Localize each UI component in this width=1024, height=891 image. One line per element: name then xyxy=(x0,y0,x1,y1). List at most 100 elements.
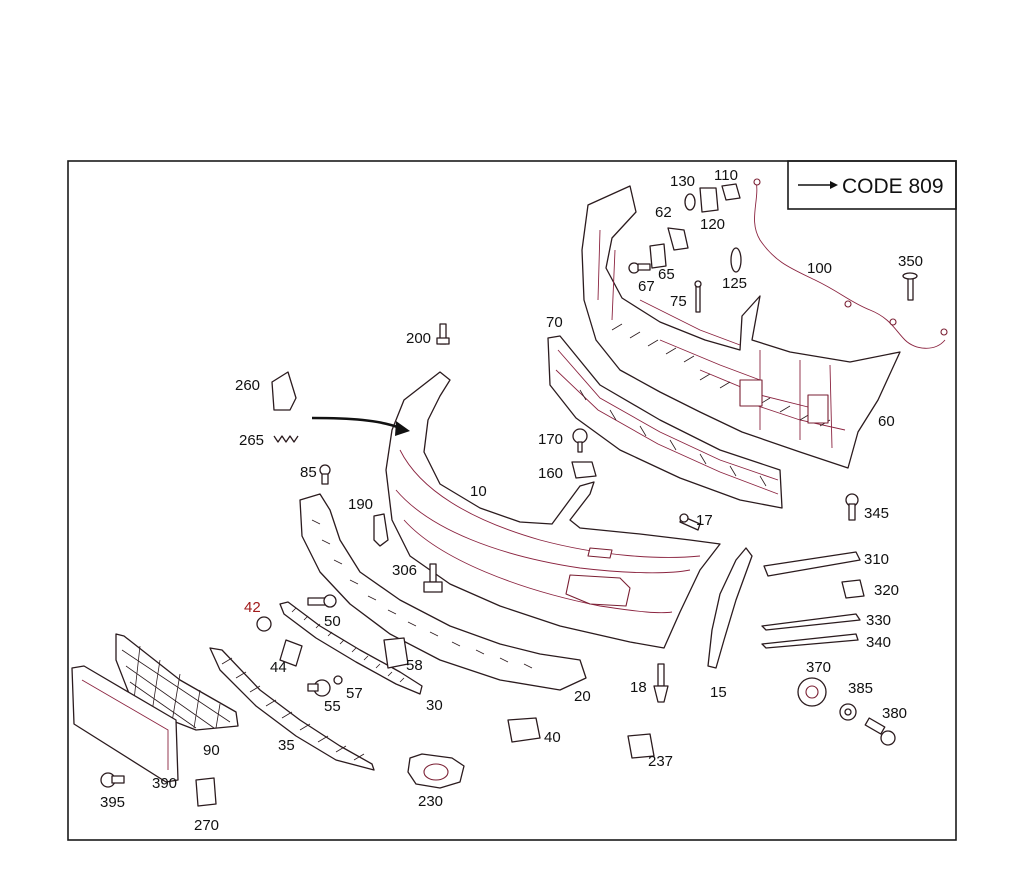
part-18 xyxy=(653,663,669,703)
part-395 xyxy=(100,772,125,788)
part-17 xyxy=(679,513,701,531)
callout-67: 67 xyxy=(638,278,655,295)
part-310 xyxy=(763,551,861,577)
callout-62: 62 xyxy=(655,204,672,221)
part-265 xyxy=(273,435,299,443)
part-58 xyxy=(383,637,409,669)
callout-40: 40 xyxy=(544,729,561,746)
callout-18: 18 xyxy=(630,679,647,696)
diagram-frame xyxy=(67,160,957,841)
callout-35: 35 xyxy=(278,737,295,754)
part-42 xyxy=(256,616,272,632)
callout-170: 170 xyxy=(538,431,563,448)
callout-75: 75 xyxy=(670,293,687,310)
legend-box xyxy=(787,160,957,210)
part-385 xyxy=(839,703,857,721)
callout-70: 70 xyxy=(546,314,563,331)
callout-200: 200 xyxy=(406,330,431,347)
callout-65: 65 xyxy=(658,266,675,283)
callout-85: 85 xyxy=(300,464,317,481)
part-350 xyxy=(902,272,918,301)
callout-90: 90 xyxy=(203,742,220,759)
callout-385: 385 xyxy=(848,680,873,697)
part-237 xyxy=(627,733,655,759)
callout-310: 310 xyxy=(864,551,889,568)
callout-350: 350 xyxy=(898,253,923,270)
callout-270: 270 xyxy=(194,817,219,834)
part-200 xyxy=(436,323,450,345)
callout-230: 230 xyxy=(418,793,443,810)
part-340 xyxy=(761,633,859,649)
part-62 xyxy=(667,227,689,251)
part-125 xyxy=(730,247,742,273)
right-arrow-icon xyxy=(798,181,838,189)
callout-50: 50 xyxy=(324,613,341,630)
part-130 xyxy=(684,193,696,211)
callout-55: 55 xyxy=(324,698,341,715)
part-67 xyxy=(628,262,651,274)
part-40 xyxy=(507,717,541,743)
callout-44: 44 xyxy=(270,659,287,676)
bumper-cover-part xyxy=(385,371,721,649)
legend-label: CODE 809 xyxy=(842,175,944,198)
part-55 xyxy=(307,679,331,697)
callout-100: 100 xyxy=(807,260,832,277)
callout-340: 340 xyxy=(866,634,891,651)
callout-380: 380 xyxy=(882,705,907,722)
callout-160: 160 xyxy=(538,465,563,482)
part-320 xyxy=(841,579,865,599)
callout-130: 130 xyxy=(670,173,695,190)
callout-265: 265 xyxy=(239,432,264,449)
callout-17: 17 xyxy=(696,512,713,529)
callout-10: 10 xyxy=(470,483,487,500)
callout-345: 345 xyxy=(864,505,889,522)
code-legend: CODE 809 xyxy=(787,160,957,210)
callout-390: 390 xyxy=(152,775,177,792)
lower-grille-part xyxy=(209,647,375,771)
callout-306: 306 xyxy=(392,562,417,579)
part-57 xyxy=(333,675,343,685)
lower-spoiler-part xyxy=(299,493,587,691)
part-160 xyxy=(571,461,597,479)
callout-20: 20 xyxy=(574,688,591,705)
pointer-arrow xyxy=(311,416,410,436)
part-44 xyxy=(279,639,303,667)
part-75 xyxy=(694,280,702,313)
part-170 xyxy=(572,428,588,453)
callout-58: 58 xyxy=(406,657,423,674)
part-380 xyxy=(864,717,896,746)
part-306 xyxy=(423,563,443,593)
part-260 xyxy=(271,371,297,411)
part-120 xyxy=(699,187,719,213)
callout-125: 125 xyxy=(722,275,747,292)
callout-30: 30 xyxy=(426,697,443,714)
callout-370: 370 xyxy=(806,659,831,676)
part-65 xyxy=(649,243,667,269)
part-50 xyxy=(307,594,337,608)
callout-120: 120 xyxy=(700,216,725,233)
callout-42: 42 xyxy=(244,599,261,616)
callout-260: 260 xyxy=(235,377,260,394)
part-190 xyxy=(373,513,389,547)
small-parts xyxy=(100,183,918,807)
callout-320: 320 xyxy=(874,582,899,599)
part-85 xyxy=(319,464,331,485)
bumper-carrier-part xyxy=(581,185,901,469)
impact-absorber-part xyxy=(547,335,783,509)
fog-lamp-bezel-part xyxy=(407,753,465,789)
part-370 xyxy=(797,677,827,707)
callout-60: 60 xyxy=(878,413,895,430)
license-plate-holder-part xyxy=(71,665,179,783)
grille-strip-part xyxy=(279,601,423,695)
part-110 xyxy=(721,183,741,201)
wiring-harness-part xyxy=(753,178,948,349)
callout-57: 57 xyxy=(346,685,363,702)
callout-330: 330 xyxy=(866,612,891,629)
callout-237: 237 xyxy=(648,753,673,770)
callout-15: 15 xyxy=(710,684,727,701)
part-330 xyxy=(761,613,861,631)
trim-strip-part xyxy=(707,547,753,669)
part-345 xyxy=(845,493,859,521)
